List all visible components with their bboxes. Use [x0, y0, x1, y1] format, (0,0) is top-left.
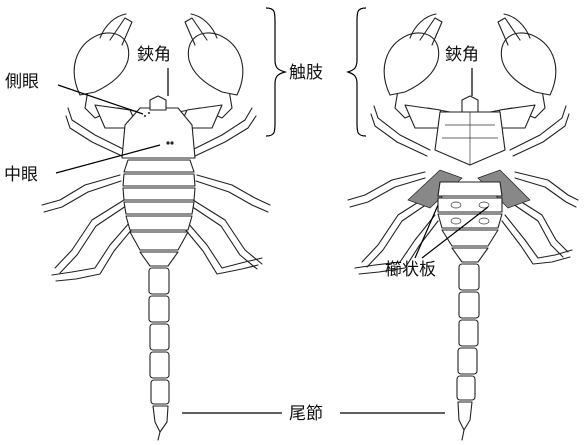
- label-chelicera-right: 鋏角: [445, 45, 479, 96]
- label-pedipalp: 触肢: [266, 8, 366, 136]
- pectines-label: 櫛状板: [385, 260, 436, 280]
- pedipalp-label: 触肢: [289, 63, 323, 83]
- scorpion-dorsal-view: [42, 14, 270, 440]
- label-tail-segments: 尾節: [182, 404, 445, 424]
- chelicera-left-label: 鋏角: [137, 45, 171, 65]
- label-lateral-eyes: 側眼: [5, 72, 143, 114]
- chelicera-right-label: 鋏角: [445, 45, 479, 65]
- label-chelicera-left: 鋏角: [137, 45, 171, 96]
- median-eyes-label: 中眼: [4, 165, 38, 185]
- lateral-eyes-label: 側眼: [5, 72, 39, 92]
- tail-segments-label: 尾節: [289, 404, 323, 424]
